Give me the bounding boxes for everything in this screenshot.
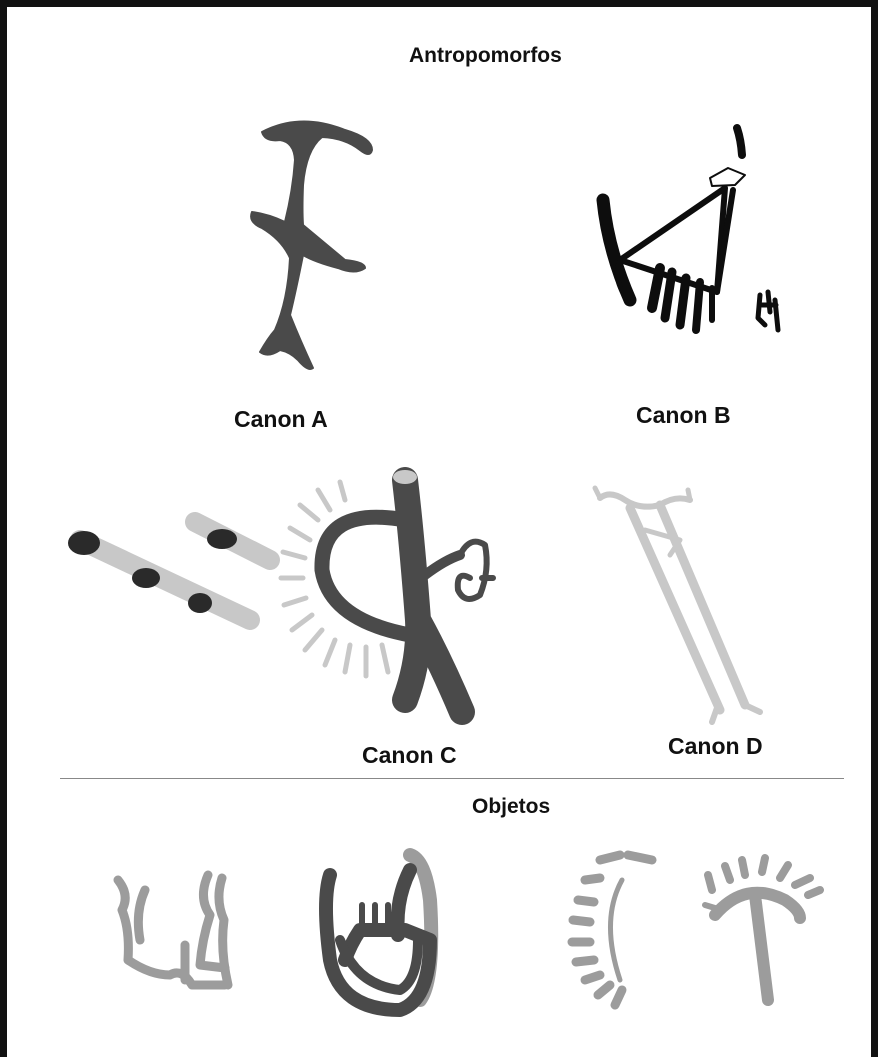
canon-a-label: Canon A [234, 406, 328, 433]
object-2-figure [326, 855, 431, 1010]
canon-a-figure [251, 121, 372, 369]
section-title-objects: Objetos [472, 795, 550, 819]
object-4-figure [705, 858, 820, 1000]
canon-d-label: Canon D [668, 733, 763, 760]
object-3-figure [572, 855, 652, 1005]
canon-c-label: Canon C [362, 742, 457, 769]
canon-d-figure [595, 488, 760, 722]
object-1-figure [118, 875, 228, 985]
section-divider [60, 778, 844, 779]
canon-b-figure [603, 128, 778, 330]
canon-b-label: Canon B [636, 402, 731, 429]
canon-c-figure [68, 470, 493, 712]
